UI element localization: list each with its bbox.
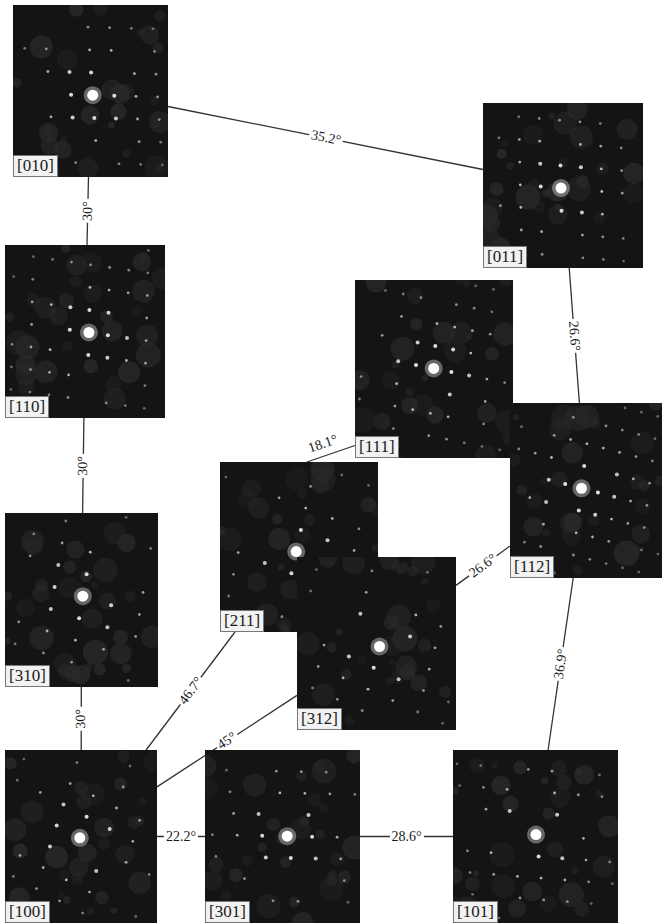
diffraction-pattern (483, 103, 643, 268)
diffraction-photo: [100] (5, 750, 157, 923)
connector-line (456, 546, 510, 585)
zone-axis-label: [111] (355, 436, 399, 458)
diffraction-pattern (13, 5, 168, 177)
zone-axis-label: [010] (13, 155, 58, 177)
diffraction-photo: [110] (5, 245, 165, 418)
diffraction-pattern (5, 513, 158, 687)
angle-label: 30° (75, 454, 91, 478)
angle-label: 46.7° (174, 673, 207, 710)
diffraction-pattern (510, 403, 662, 578)
diffraction-photo: [111] (355, 280, 513, 458)
diffraction-pattern (453, 750, 618, 923)
diffraction-photo: [312] (297, 557, 456, 730)
angle-label: 28.6° (389, 829, 423, 845)
diffraction-photo: [010] (13, 5, 168, 177)
diffraction-pattern (297, 557, 456, 730)
angle-label: 18.1° (304, 431, 341, 457)
angle-label: 35.2° (307, 127, 344, 149)
angle-label: 30° (73, 707, 89, 731)
diffraction-pattern (355, 280, 513, 458)
diffraction-photo: [101] (453, 750, 618, 923)
zone-axis-label: [101] (453, 901, 498, 923)
zone-axis-label: [310] (5, 665, 50, 687)
connector-line (548, 578, 573, 750)
diffraction-pattern (5, 750, 157, 923)
zone-axis-label: [112] (510, 556, 554, 578)
angle-label: 26.6° (465, 549, 502, 582)
angle-label: 22.2° (164, 829, 198, 845)
diffraction-photo: [112] (510, 403, 662, 578)
angle-label: 36.9° (550, 646, 571, 682)
connector-line (168, 107, 483, 170)
zone-axis-label: [211] (220, 610, 264, 632)
diffraction-pattern (5, 245, 165, 418)
zone-axis-label: [301] (205, 901, 250, 923)
diffraction-pattern (205, 750, 360, 923)
zone-axis-label: [110] (5, 396, 49, 418)
diffraction-photo: [310] (5, 513, 158, 687)
diffraction-photo: [301] (205, 750, 360, 923)
connector-line (146, 632, 235, 750)
angle-label: 30° (79, 199, 96, 223)
angle-label: 26.6° (565, 318, 584, 353)
diffraction-photo: [011] (483, 103, 643, 268)
zone-axis-label: [011] (483, 246, 527, 268)
zone-axis-label: [312] (297, 708, 342, 730)
zone-axis-label: [100] (5, 901, 50, 923)
